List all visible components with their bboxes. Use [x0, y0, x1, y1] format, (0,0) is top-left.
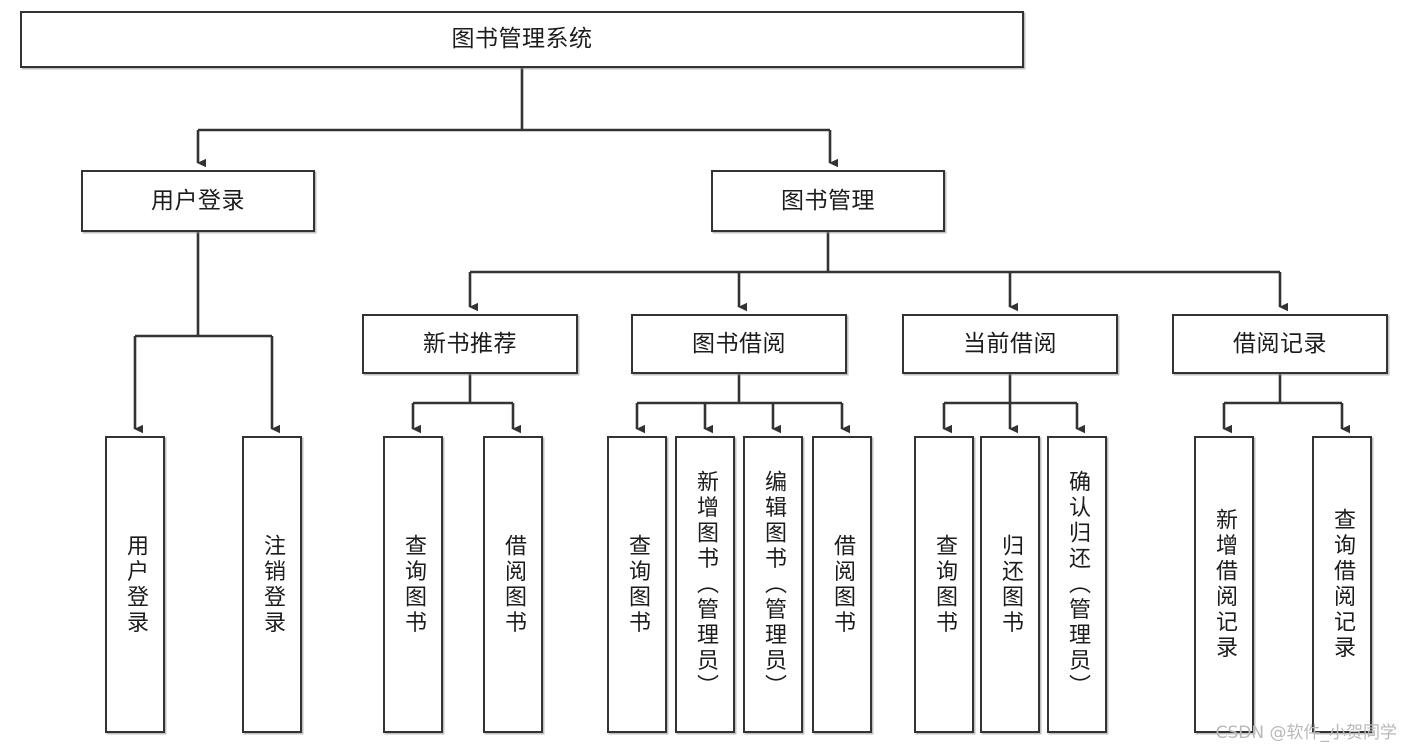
node-label: 确认归还（管理员）: [1065, 469, 1090, 700]
node-label: 查询图书: [401, 533, 426, 636]
node-label: 查询图书: [932, 533, 957, 636]
node-leaf-user-login-logout[interactable]: 注销登录: [242, 436, 302, 733]
node-label: 查询图书: [625, 533, 650, 636]
node-label: 查询借阅记录: [1330, 508, 1355, 661]
node-user-login[interactable]: 用户登录: [81, 170, 315, 232]
node-label: 新增借阅记录: [1212, 508, 1237, 661]
node-leaf-borrow-record-add[interactable]: 新增借阅记录: [1194, 436, 1254, 733]
node-label: 归还图书: [998, 533, 1023, 636]
node-label: 用户登录: [151, 187, 245, 214]
node-label: 用户登录: [123, 533, 148, 636]
node-leaf-new-book-query[interactable]: 查询图书: [383, 436, 443, 733]
node-label: 借阅记录: [1233, 330, 1327, 357]
node-label: 借阅图书: [501, 533, 526, 636]
node-label: 新增图书（管理员）: [693, 469, 718, 700]
node-leaf-current-borrow-return[interactable]: 归还图书: [980, 436, 1040, 733]
node-leaf-book-borrow-edit[interactable]: 编辑图书（管理员）: [743, 436, 803, 733]
node-label: 当前借阅: [963, 330, 1057, 357]
node-label: 图书管理系统: [451, 26, 593, 53]
node-new-book-recommend[interactable]: 新书推荐: [362, 314, 578, 374]
node-leaf-borrow-record-query[interactable]: 查询借阅记录: [1312, 436, 1372, 733]
node-label: 借阅图书: [830, 533, 855, 636]
node-label: 编辑图书（管理员）: [761, 469, 786, 700]
node-book-borrow[interactable]: 图书借阅: [631, 314, 847, 374]
node-label: 注销登录: [260, 533, 285, 636]
node-root-book-management-system[interactable]: 图书管理系统: [20, 11, 1024, 68]
node-leaf-current-borrow-query[interactable]: 查询图书: [914, 436, 974, 733]
node-leaf-user-login-login[interactable]: 用户登录: [105, 436, 165, 733]
node-current-borrow[interactable]: 当前借阅: [902, 314, 1118, 374]
node-leaf-current-borrow-confirm-return[interactable]: 确认归还（管理员）: [1047, 436, 1107, 733]
node-book-management[interactable]: 图书管理: [711, 170, 945, 232]
node-label: 图书借阅: [692, 330, 786, 357]
node-borrow-record[interactable]: 借阅记录: [1172, 314, 1388, 374]
node-leaf-book-borrow-borrow[interactable]: 借阅图书: [812, 436, 872, 733]
node-leaf-book-borrow-query[interactable]: 查询图书: [607, 436, 667, 733]
node-label: 图书管理: [781, 187, 875, 214]
node-leaf-new-book-borrow[interactable]: 借阅图书: [483, 436, 543, 733]
node-leaf-book-borrow-add[interactable]: 新增图书（管理员）: [675, 436, 735, 733]
node-label: 新书推荐: [423, 330, 517, 357]
